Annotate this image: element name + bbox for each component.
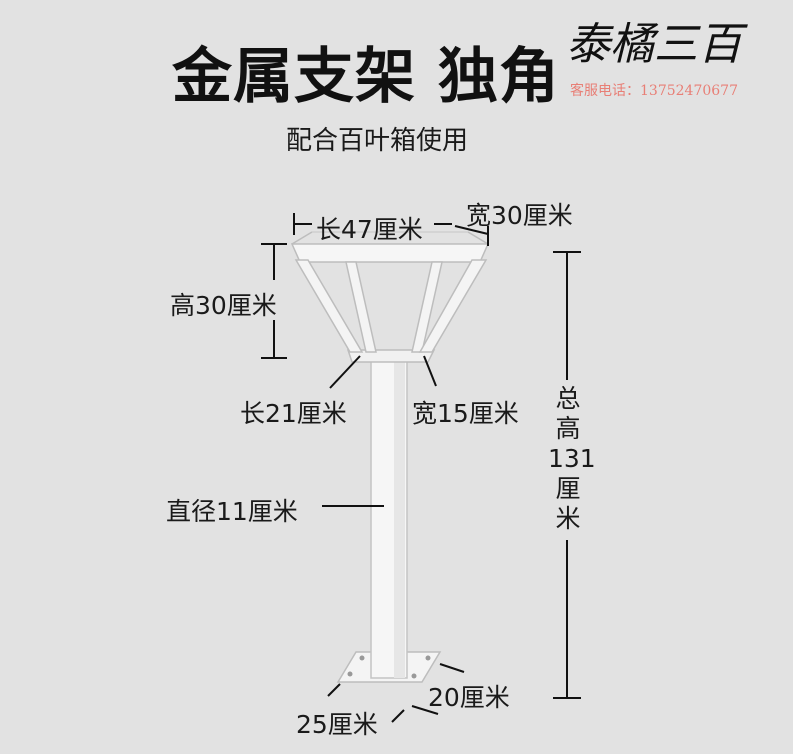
- top-frame: [290, 243, 490, 263]
- total-height-char: 总: [555, 384, 581, 413]
- total-height-char: 厘: [555, 474, 581, 503]
- frame-leg-left: [294, 259, 364, 353]
- head-base: [346, 349, 436, 363]
- base-length-label: 长21厘米: [240, 399, 347, 428]
- plate-length-label: 25厘米: [296, 710, 378, 739]
- page-subtitle: 配合百叶箱使用: [286, 126, 469, 156]
- head-height-label: 高30厘米: [170, 291, 277, 320]
- frame-leg-right: [418, 259, 488, 353]
- page-title: 金属支架 独角: [172, 42, 560, 112]
- total-height-char: 高: [555, 414, 581, 443]
- brand-logo: 泰橘三百: [566, 19, 742, 70]
- service-hotline: 客服电话：13752470677: [570, 83, 738, 99]
- total-height-char: 米: [555, 504, 581, 533]
- plate-width-label: 20厘米: [428, 683, 510, 712]
- total-height-label: 总 高 131 厘 米: [548, 384, 596, 534]
- total-height-char: 131: [548, 444, 596, 473]
- pole-diameter-label: 直径11厘米: [166, 497, 298, 526]
- top-width-label: 宽30厘米: [466, 201, 573, 230]
- base-width-label: 宽15厘米: [412, 399, 519, 428]
- frame-leg-mid-left: [345, 261, 377, 353]
- top-length-label: 长47厘米: [316, 215, 423, 244]
